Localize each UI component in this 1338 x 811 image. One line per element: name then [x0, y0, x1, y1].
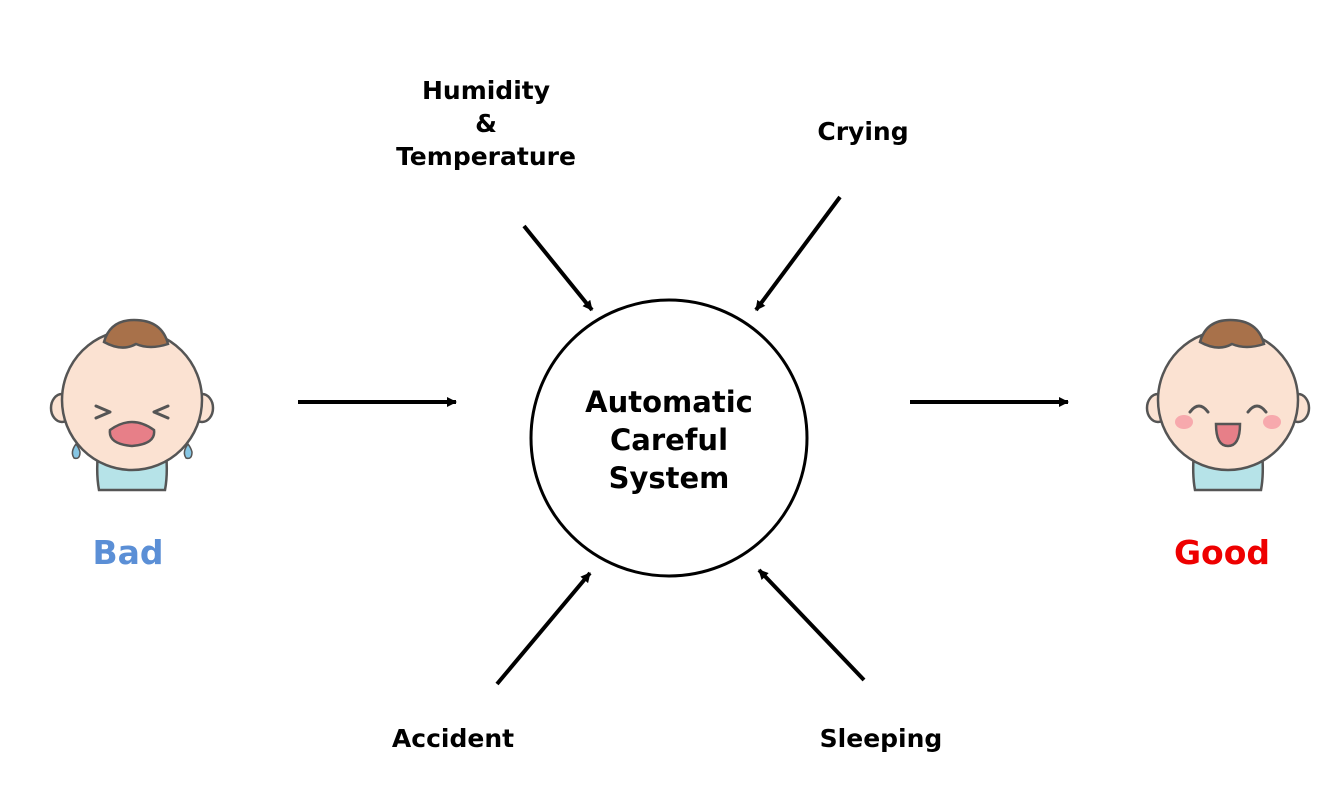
crying-baby-icon	[49, 318, 215, 492]
state-bad-label: Bad	[92, 533, 164, 572]
factor-humidity-line: &	[475, 109, 497, 138]
system-circle	[529, 298, 809, 578]
arrow-humidity-to-system	[522, 224, 594, 312]
system-label: Automatic Careful System	[519, 383, 819, 497]
factor-accident: Accident	[391, 724, 515, 753]
smiling-baby-icon	[1145, 318, 1311, 492]
system-label-line: Automatic	[585, 385, 753, 419]
system-label-line: System	[608, 461, 730, 495]
state-good-label: Good	[1173, 533, 1271, 572]
arrow-sleeping-to-system	[757, 568, 866, 682]
factor-humidity-line: Temperature	[396, 142, 576, 171]
factor-sleeping: Sleeping	[819, 724, 943, 753]
factor-humidity-temperature: Humidity & Temperature	[366, 74, 606, 173]
arrow-crying-to-system	[754, 195, 842, 312]
arrow-accident-to-system	[495, 571, 592, 686]
factor-crying: Crying	[817, 117, 909, 146]
system-label-line: Careful	[609, 423, 729, 457]
factor-humidity-line: Humidity	[421, 76, 551, 105]
